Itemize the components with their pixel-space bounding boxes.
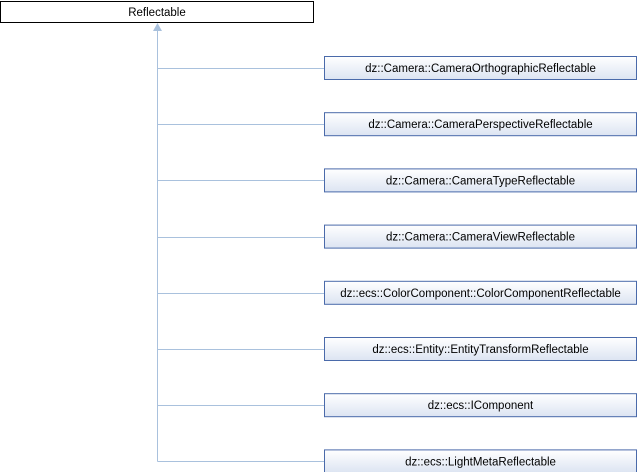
derived-class-node[interactable]: dz::Camera::CameraPerspectiveReflectable <box>324 112 637 137</box>
inheritance-arrow-icon <box>153 23 162 31</box>
derived-class-box <box>324 280 637 305</box>
derived-class-label: dz::ecs::ColorComponent::ColorComponentR… <box>340 288 621 300</box>
derived-class-label: dz::Camera::CameraTypeReflectable <box>386 175 575 187</box>
derived-class-box <box>324 449 637 472</box>
derived-class-node[interactable]: dz::ecs::IComponent <box>324 393 637 418</box>
derived-class-node[interactable]: dz::Camera::CameraViewReflectable <box>324 224 637 249</box>
derived-class-box <box>324 337 637 361</box>
derived-class-node[interactable]: dz::ecs::LightMetaReflectable <box>324 449 637 472</box>
derived-class-nodes: dz::Camera::CameraOrthographicReflectabl… <box>324 56 637 472</box>
derived-class-label: dz::ecs::Entity::EntityTransformReflecta… <box>372 344 588 356</box>
derived-class-box <box>324 168 637 193</box>
derived-class-box <box>324 224 637 249</box>
base-class-node[interactable]: Reflectable <box>0 1 314 23</box>
derived-class-box <box>324 393 637 418</box>
base-class-box <box>0 1 314 23</box>
derived-class-node[interactable]: dz::Camera::CameraOrthographicReflectabl… <box>324 56 637 80</box>
base-class-label: Reflectable <box>128 7 186 19</box>
derived-class-node[interactable]: dz::ecs::ColorComponent::ColorComponentR… <box>324 280 637 305</box>
inheritance-edges <box>153 23 325 462</box>
derived-class-node[interactable]: dz::Camera::CameraTypeReflectable <box>324 168 637 193</box>
derived-class-label: dz::ecs::IComponent <box>428 400 534 412</box>
derived-class-node[interactable]: dz::ecs::Entity::EntityTransformReflecta… <box>324 337 637 361</box>
derived-class-box <box>324 112 637 137</box>
derived-class-label: dz::ecs::LightMetaReflectable <box>405 456 556 468</box>
derived-class-label: dz::Camera::CameraViewReflectable <box>386 232 575 244</box>
derived-class-label: dz::Camera::CameraPerspectiveReflectable <box>368 119 592 131</box>
derived-class-box <box>324 56 637 80</box>
derived-class-label: dz::Camera::CameraOrthographicReflectabl… <box>365 63 596 75</box>
